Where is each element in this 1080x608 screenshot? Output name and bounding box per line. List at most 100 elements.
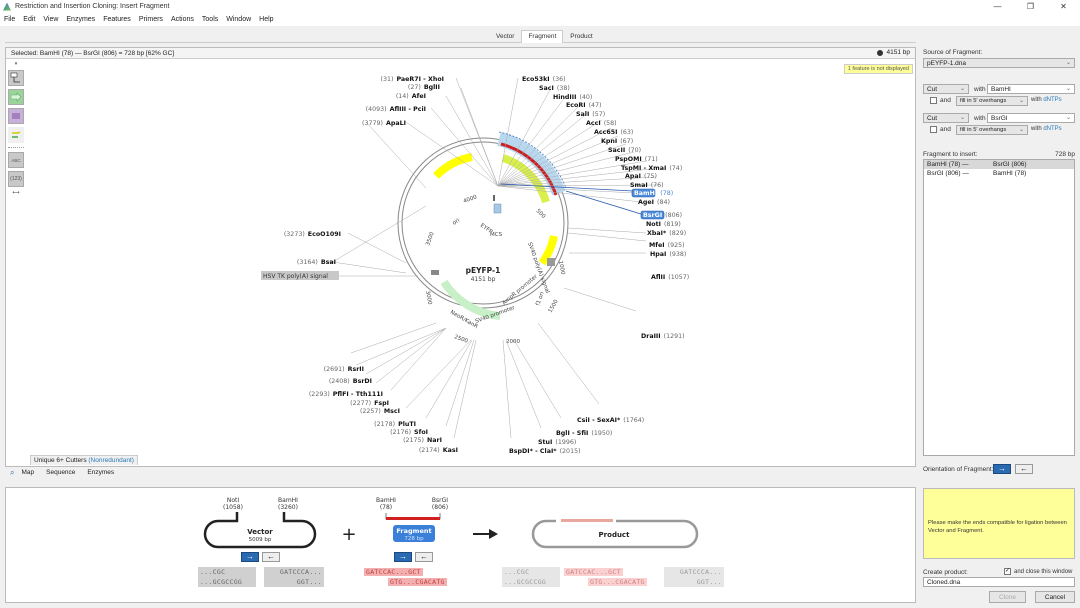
vector-forward-button[interactable]: → bbox=[241, 552, 259, 562]
enzyme-eco0109i[interactable]: (3273)EcoO109I bbox=[284, 231, 341, 238]
enzyme-acci[interactable]: AccI(58) bbox=[586, 120, 617, 127]
maximize-button[interactable]: ❐ bbox=[1026, 2, 1035, 11]
abc-text-icon[interactable]: ABC bbox=[8, 152, 24, 168]
view-tab-enzymes[interactable]: Enzymes bbox=[87, 469, 115, 476]
enzyme-bsrdi[interactable]: (2408)BsrDI bbox=[329, 378, 372, 385]
enzyme-afei[interactable]: (14)AfeI bbox=[396, 93, 426, 100]
minimize-button[interactable]: — bbox=[993, 2, 1002, 11]
primers-tool-icon[interactable] bbox=[8, 127, 24, 143]
enzyme-paer7i[interactable]: (31)PaeR7I - XhoI bbox=[381, 76, 444, 83]
enzyme-apai[interactable]: ApaI(75) bbox=[625, 173, 657, 180]
cutters-mode[interactable]: (Nonredundant) bbox=[88, 457, 134, 464]
enzyme-acc65i[interactable]: Acc65I(63) bbox=[594, 129, 633, 136]
enzyme-pluti[interactable]: (2178)PluTI bbox=[374, 421, 416, 428]
view-tab-map[interactable]: Map bbox=[21, 469, 35, 476]
fragment-option[interactable]: BamHI (78) —BsrGI (806) bbox=[924, 160, 1074, 169]
enzyme-csii[interactable]: CsiI - SexAI*(1764) bbox=[577, 417, 644, 424]
enzyme-afliii[interactable]: (4093)AflIII - PciI bbox=[366, 106, 426, 113]
menu-file[interactable]: File bbox=[4, 16, 16, 23]
view-tab-sequence[interactable]: Sequence bbox=[46, 469, 76, 476]
enzyme-sfoi[interactable]: (2176)SfoI bbox=[390, 429, 428, 436]
fragment-option[interactable]: BsrGI (806) —BamHI (78) bbox=[927, 170, 1027, 177]
enzyme-pspomi[interactable]: PspOMI(71) bbox=[615, 156, 658, 163]
enzyme-draiii[interactable]: DraIII(1291) bbox=[641, 333, 685, 340]
cut2-fill-checkbox[interactable] bbox=[930, 126, 937, 133]
vector-diagram[interactable]: NotI (1058) BamHI (3260) Vector 5009 bp bbox=[203, 497, 317, 549]
enzyme-pflfi[interactable]: (2293)PflFI - Tth111I bbox=[309, 391, 383, 398]
enzyme-kpni[interactable]: KpnI(67) bbox=[601, 138, 633, 145]
vector-reverse-button[interactable]: ← bbox=[262, 552, 280, 562]
enzyme-mfei[interactable]: MfeI(925) bbox=[649, 242, 685, 249]
enzyme-kasi[interactable]: (2174)KasI bbox=[419, 447, 458, 454]
enzyme-noti[interactable]: NotI(819) bbox=[646, 221, 681, 228]
menu-enzymes[interactable]: Enzymes bbox=[66, 16, 96, 23]
enzyme-sacii[interactable]: SacII(70) bbox=[608, 147, 641, 154]
cut1-fill-select[interactable]: fill in 5' overhangs⌄ bbox=[956, 96, 1028, 106]
product-name-input[interactable]: Cloned.dna bbox=[923, 577, 1075, 587]
menu-window[interactable]: Window bbox=[226, 16, 252, 23]
menu-help[interactable]: Help bbox=[259, 16, 274, 23]
cut2-dntps-link[interactable]: dNTPs bbox=[1043, 126, 1062, 132]
clone-button[interactable]: Clone bbox=[989, 591, 1026, 603]
feature-hsv-tk-polya[interactable]: HSV TK poly(A) signal bbox=[263, 273, 328, 280]
enzyme-apali[interactable]: (3779)ApaLI bbox=[362, 120, 406, 127]
hidden-feature-notice[interactable]: 1 feature is not displayed bbox=[843, 64, 913, 74]
fragment-forward-button[interactable]: → bbox=[394, 552, 412, 562]
plasmid-map[interactable]: pEYFP-1 4151 bp EYFP MCS ori SV40 poly(A… bbox=[6, 48, 917, 468]
enzyme-stui[interactable]: StuI(1996) bbox=[538, 439, 576, 446]
cut1-enzyme-select[interactable]: BamHI⌄ bbox=[987, 84, 1075, 94]
orientation-reverse-button[interactable]: ← bbox=[1015, 464, 1033, 474]
enzyme-sali[interactable]: SalI(57) bbox=[576, 111, 605, 118]
close-button[interactable]: ✕ bbox=[1060, 2, 1067, 11]
cutters-selector[interactable]: Unique 6+ Cutters (Nonredundant) bbox=[30, 455, 138, 465]
fragment-diagram[interactable]: BamHI (78) BsrGI (806) Fragment 728 bp bbox=[376, 497, 448, 542]
source-select[interactable]: pEYFP-1.dna⌄ bbox=[923, 58, 1075, 68]
enzyme-hindiii[interactable]: HindIII(40) bbox=[553, 94, 592, 101]
enzyme-tspmi[interactable]: TspMI - XmaI(74) bbox=[621, 165, 682, 172]
enzyme-xbai[interactable]: XbaI*(829) bbox=[647, 230, 686, 237]
enzyme-nari[interactable]: (2175)NarI bbox=[403, 437, 442, 444]
menu-edit[interactable]: Edit bbox=[23, 16, 36, 23]
tab-fragment[interactable]: Fragment bbox=[521, 30, 564, 43]
fragment-reverse-button[interactable]: ← bbox=[415, 552, 433, 562]
fragment-list[interactable]: BamHI (78) —BsrGI (806) BsrGI (806) —Bam… bbox=[923, 159, 1075, 456]
search-icon[interactable]: ⌕ bbox=[10, 467, 15, 477]
enzymes-tool-icon[interactable] bbox=[8, 108, 24, 124]
tab-vector[interactable]: Vector bbox=[496, 33, 515, 40]
enzyme-rsrii[interactable]: (2691)RsrII bbox=[324, 366, 364, 373]
enzyme-agei[interactable]: AgeI(84) bbox=[638, 199, 670, 206]
zoom-ruler-icon[interactable]: ⟷ bbox=[12, 190, 20, 196]
cut2-action-select[interactable]: Cut⌄ bbox=[923, 113, 969, 123]
enzyme-ecori[interactable]: EcoRI(47) bbox=[566, 102, 602, 109]
enzyme-msci[interactable]: (2257)MscI bbox=[360, 408, 400, 415]
menu-tools[interactable]: Tools bbox=[201, 16, 219, 23]
product-diagram[interactable]: Product bbox=[531, 519, 699, 549]
select-tool-icon[interactable] bbox=[8, 70, 24, 86]
menu-features[interactable]: Features bbox=[103, 16, 131, 23]
cut1-dntps-link[interactable]: dNTPs bbox=[1043, 97, 1062, 103]
enzyme-bgli[interactable]: BglI - SfiI(1950) bbox=[556, 430, 612, 437]
enzyme-fspi[interactable]: (2277)FspI bbox=[350, 400, 389, 407]
toolbar-collapse-icon[interactable]: ▾ bbox=[14, 61, 18, 67]
orientation-forward-button[interactable]: → bbox=[993, 464, 1011, 474]
enzyme-bglii[interactable]: (27)BglII bbox=[408, 84, 440, 91]
menu-actions[interactable]: Actions bbox=[170, 16, 194, 23]
tab-product[interactable]: Product bbox=[570, 33, 593, 40]
enzyme-saci[interactable]: SacI(38) bbox=[539, 85, 570, 92]
cut1-action-select[interactable]: Cut⌄ bbox=[923, 84, 969, 94]
menu-primers[interactable]: Primers bbox=[138, 16, 163, 23]
enzyme-smai[interactable]: SmaI(76) bbox=[630, 182, 664, 189]
cancel-button[interactable]: Cancel bbox=[1035, 591, 1075, 603]
cut2-enzyme-select[interactable]: BsrGI⌄ bbox=[987, 113, 1075, 123]
enzyme-bsrgi[interactable]: BsrGI(806) bbox=[643, 212, 682, 219]
enzyme-aflii[interactable]: AflII(1057) bbox=[651, 274, 689, 281]
enzyme-bsai[interactable]: (3164)BsaI bbox=[297, 259, 336, 266]
arrow-feature-icon[interactable] bbox=[8, 89, 24, 105]
enzyme-bamhi[interactable]: BamHI(78) bbox=[634, 190, 673, 197]
numbers-icon[interactable]: (123) bbox=[8, 171, 24, 187]
close-window-checkbox[interactable]: ✓ bbox=[1004, 568, 1011, 575]
enzyme-hpai[interactable]: HpaI(938) bbox=[650, 251, 686, 258]
cut2-fill-select[interactable]: fill in 5' overhangs⌄ bbox=[956, 125, 1028, 135]
enzyme-eco53ki[interactable]: Eco53kI(36) bbox=[522, 76, 566, 83]
enzyme-bspdi[interactable]: BspDI* - ClaI*(2015) bbox=[509, 448, 581, 455]
